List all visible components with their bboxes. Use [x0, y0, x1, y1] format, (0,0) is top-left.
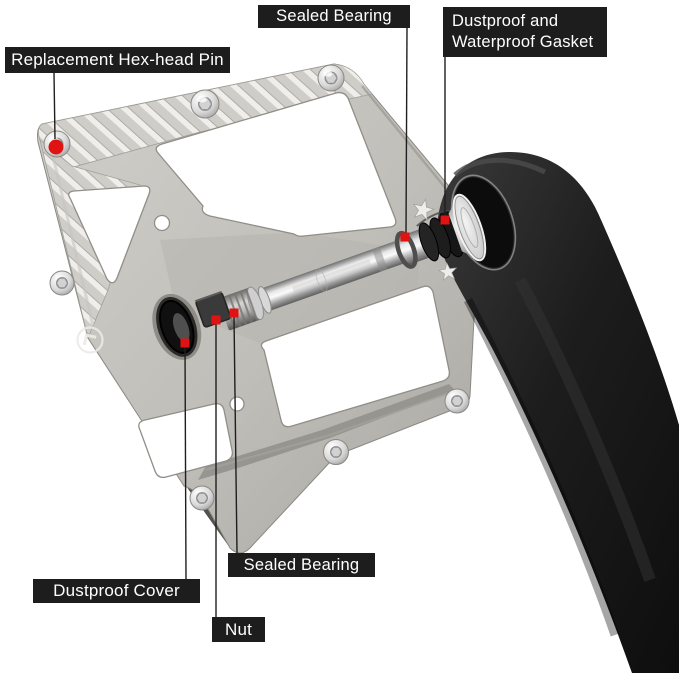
crank-top-highlight [453, 157, 547, 177]
hex-pin [189, 485, 215, 511]
callout-sealed-bearing-bottom: Sealed Bearing [228, 553, 375, 577]
callout-label: Nut [224, 619, 253, 639]
axle-cone [448, 193, 487, 262]
leader-sealed-bearing-bottom [233, 315, 238, 554]
crank-ridge-shadow [464, 297, 620, 637]
leader-lines [53, 27, 446, 617]
leader-hex-pin [53, 72, 56, 140]
star-engraving-top [412, 198, 436, 222]
hex-pin [444, 388, 470, 414]
star-engraving-bottom [437, 261, 458, 282]
callout-label: Sealed Bearing [276, 7, 392, 25]
callout-dustproof-cover: Dustproof Cover [33, 579, 200, 603]
sealed-bearing-bottom-marker [229, 308, 239, 318]
axle-assembly [152, 174, 517, 360]
sealed-bearing-top-marker [400, 232, 410, 242]
hex-pin-marker [48, 139, 64, 155]
brand-stamp-icon [76, 326, 104, 354]
crank-arm [437, 152, 679, 673]
cutout-small-hole-top [153, 214, 171, 232]
callout-replacement-hex-head-pin: Replacement Hex-head Pin [5, 47, 230, 73]
hex-pin [190, 89, 220, 119]
leader-sealed-bearing-top [405, 27, 408, 235]
callout-label-line: Dustproof and [452, 12, 559, 30]
hex-pins [43, 64, 470, 511]
crank-arm-body [437, 152, 679, 673]
left-edge-highlight [50, 151, 96, 331]
bottom-bar-bevel-line [204, 391, 453, 471]
gasket-marker [440, 215, 450, 225]
callout-label: Sealed Bearing [243, 555, 360, 574]
cutout-bottom-center [260, 285, 451, 428]
callout-label: Replacement Hex-head Pin [11, 50, 224, 69]
hex-pin [323, 439, 349, 465]
leader-dustproof-cover [184, 344, 187, 580]
cutout-left-triangle [68, 185, 151, 284]
right-arm-bevel-line [361, 85, 448, 191]
callout-sealed-bearing-top: Sealed Bearing [258, 5, 410, 28]
callout-dustproof-waterproof-gasket: Dustproof and Waterproof Gasket [443, 7, 607, 57]
callout-label-line: Waterproof Gasket [452, 33, 594, 51]
callout-label: Dustproof Cover [53, 581, 180, 600]
cutout-top [155, 91, 397, 237]
cutout-small-hole-bottom [229, 396, 245, 412]
dustproof-cover-marker [180, 338, 190, 348]
callout-nut: Nut [212, 617, 265, 642]
part-markers [48, 139, 450, 348]
sealed-bearing-clip [394, 230, 418, 269]
nut-marker [211, 315, 221, 325]
crank-ridge-highlight [514, 277, 656, 582]
hex-pin [49, 270, 75, 296]
pedal-side-bevel [198, 384, 455, 480]
nut-lock-highlight [194, 290, 223, 303]
hex-pin [317, 64, 345, 92]
